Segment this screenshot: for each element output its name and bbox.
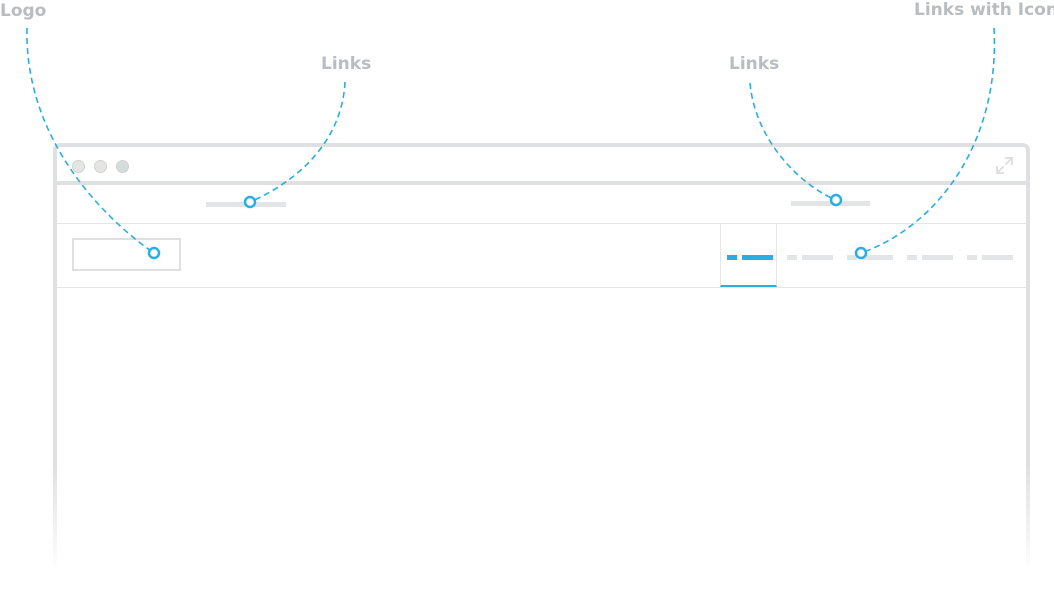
nav-link-text: [742, 255, 773, 260]
top-links-bar: [57, 185, 1026, 224]
window-zoom-button[interactable]: [116, 160, 129, 173]
expand-icon[interactable]: [995, 156, 1014, 175]
nav-link[interactable]: [967, 255, 1013, 260]
window-titlebar: [57, 147, 1026, 185]
logo-placeholder[interactable]: [72, 238, 181, 271]
nav-link-icon: [727, 255, 737, 260]
callout-label-logo: Logo: [0, 1, 47, 21]
nav-link[interactable]: [907, 255, 953, 260]
nav-link-text: [922, 255, 953, 260]
nav-link[interactable]: [847, 255, 893, 260]
top-link-right[interactable]: [791, 201, 870, 206]
nav-link-active[interactable]: [727, 255, 773, 260]
callout-label-links-right: Links: [729, 54, 780, 74]
window-close-button[interactable]: [72, 160, 85, 173]
callout-marker-links-right: [829, 193, 843, 207]
callout-marker-links-with-icons: [854, 246, 868, 260]
callout-label-links-left: Links: [321, 54, 372, 74]
callout-marker-links-left: [243, 195, 257, 209]
nav-link-text: [982, 255, 1013, 260]
nav-link-icon: [967, 255, 977, 260]
callout-label-links-with-icons: Links with Icons: [914, 0, 1054, 20]
window-minimize-button[interactable]: [94, 160, 107, 173]
active-tab: [720, 224, 777, 287]
nav-link[interactable]: [787, 255, 833, 260]
callout-marker-logo: [147, 246, 161, 260]
nav-link-text: [802, 255, 833, 260]
browser-window-wireframe: [53, 143, 1030, 573]
nav-link-icon: [907, 255, 917, 260]
main-navbar: [57, 224, 1026, 288]
nav-link-icon: [847, 255, 857, 260]
nav-link-text: [862, 255, 893, 260]
nav-link-icon: [787, 255, 797, 260]
